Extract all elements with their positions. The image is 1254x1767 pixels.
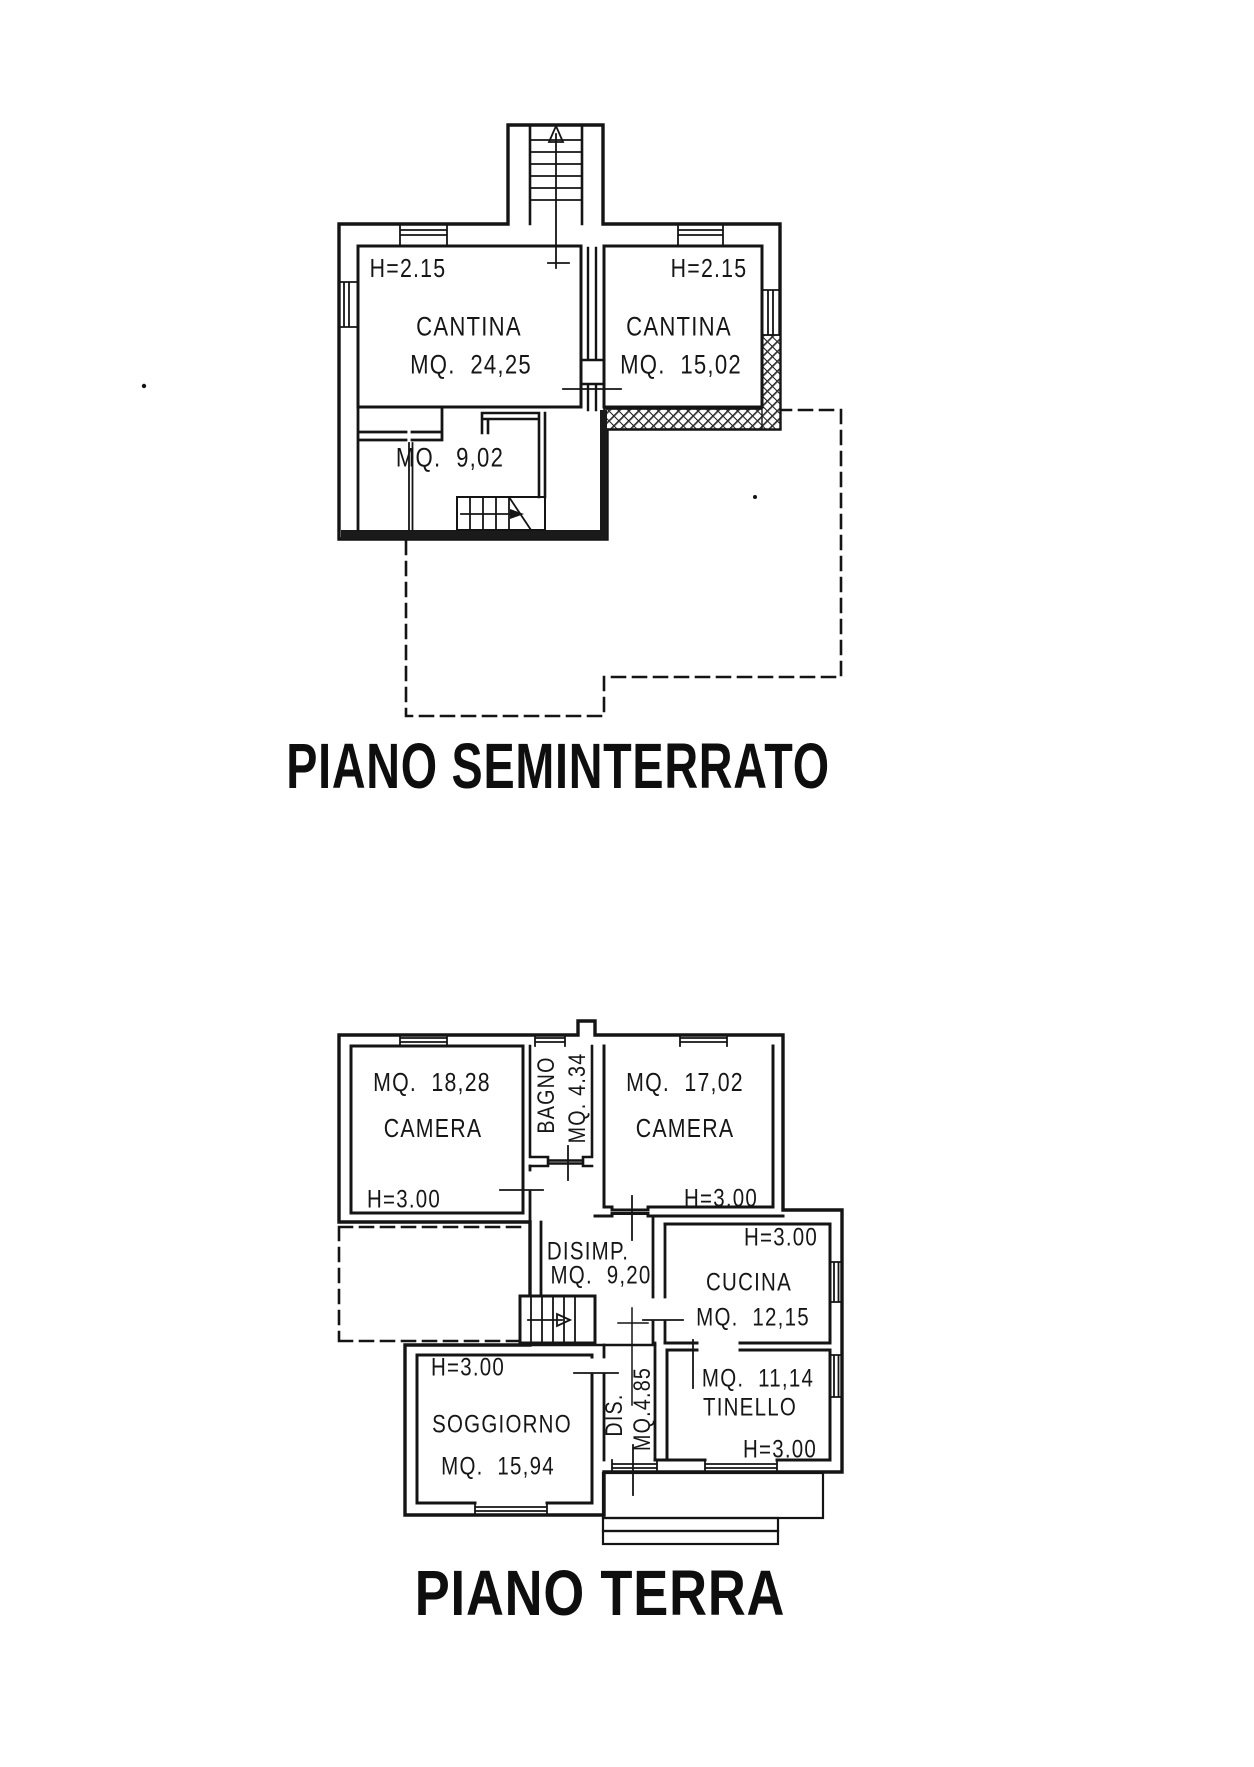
- label-area-cucina: MQ. 12,15: [696, 1303, 810, 1332]
- ground-title: PIANO TERRA: [414, 1557, 786, 1629]
- window-cucina-right: [829, 1261, 843, 1303]
- room-cucina-walls: [663, 1222, 832, 1345]
- label-area-disimp: MQ. 9,20: [550, 1261, 652, 1290]
- basement-plan: [141, 123, 843, 718]
- stair-arrow-icon: [510, 509, 524, 519]
- label-room-cantina2: CANTINA: [626, 311, 732, 342]
- tower-arrow-icon: [547, 123, 565, 143]
- label-room-camera2: CAMERA: [635, 1113, 735, 1143]
- stair-arrow-icon: [556, 1312, 573, 1328]
- tinello-window: [704, 1459, 778, 1473]
- window-top-right: [677, 223, 724, 247]
- label-area-camera2: MQ. 17,02: [626, 1067, 744, 1097]
- disimp-right-wall: [651, 1216, 667, 1345]
- basement-stair-tower: [528, 123, 584, 269]
- basement-wing-wall-hatch: [603, 408, 781, 430]
- basement-windows: [338, 223, 781, 336]
- label-room-camera1: CAMERA: [383, 1113, 483, 1143]
- label-area-cantina1: MQ. 24,25: [410, 349, 532, 380]
- room-store-walls: [356, 405, 444, 532]
- label-room-bagno: BAGNO: [533, 1056, 560, 1134]
- terrace-dashed-outline: [337, 1225, 532, 1343]
- room-camera1: [349, 1044, 525, 1215]
- basement-lower-stairs: [456, 495, 546, 532]
- label-height-cucina: H=3.00: [743, 1223, 819, 1252]
- basement-stair-enclosure: [480, 411, 547, 499]
- step: [601, 1516, 780, 1533]
- room-tinello: [653, 1348, 832, 1462]
- ground-floor-plan: [337, 1019, 844, 1546]
- label-area-bagno: MQ. 4.34: [564, 1052, 591, 1144]
- room-cantina2: [602, 244, 764, 409]
- window-top-left: [399, 223, 448, 247]
- label-height-cantina2: H=2.15: [670, 253, 748, 283]
- disimp-left-wall: [528, 1164, 543, 1298]
- basement-pier-fill: [600, 410, 607, 539]
- label-area-tinello: MQ. 11,14: [701, 1364, 815, 1393]
- label-room-dis: DIS.: [601, 1393, 628, 1437]
- room-bagno-walls: [528, 1044, 594, 1168]
- ground-top-windows: [399, 1034, 728, 1047]
- room-camera2-walls: [593, 1044, 785, 1218]
- basement-bottom-wall-fill: [341, 530, 605, 539]
- label-height-cantina1: H=2.15: [369, 253, 447, 283]
- back-door: [611, 1459, 658, 1473]
- step: [601, 1529, 780, 1546]
- soggiorno-window: [474, 1502, 548, 1516]
- label-height-tinello: H=3.00: [742, 1435, 818, 1464]
- label-height-soggiorno: H=3.00: [430, 1353, 506, 1382]
- window-camera1-top: [399, 1034, 448, 1047]
- label-area-store: MQ. 9,02: [395, 442, 505, 473]
- basement-corridor-walls: [579, 246, 606, 412]
- label-area-soggiorno: MQ. 15,94: [441, 1452, 555, 1481]
- scan-artifact-dot: [753, 495, 757, 499]
- label-room-cantina1: CANTINA: [416, 311, 522, 342]
- label-area-camera1: MQ. 18,28: [373, 1067, 491, 1097]
- label-area-dis: MQ.4.85: [629, 1366, 656, 1452]
- label-height-camera1: H=3.00: [366, 1185, 442, 1214]
- label-height-camera2: H=3.00: [683, 1184, 759, 1213]
- window-bagno-top: [534, 1034, 566, 1047]
- rear-terrace: [601, 1471, 825, 1546]
- basement-dashed-outline: [404, 408, 843, 718]
- window-left: [338, 281, 359, 328]
- basement-title: PIANO SEMINTERRATO: [286, 730, 830, 802]
- room-store-partition: [408, 442, 414, 531]
- window-right: [761, 289, 781, 336]
- room-soggiorno: [415, 1353, 594, 1505]
- label-room-soggiorno: SOGGIORNO: [432, 1410, 572, 1439]
- label-area-cantina2: MQ. 15,02: [620, 349, 742, 380]
- dis-corridor-walls: [602, 1341, 657, 1462]
- scan-artifact-dot: [141, 383, 147, 389]
- window-camera2-top: [679, 1034, 728, 1047]
- label-room-tinello: TINELLO: [702, 1393, 798, 1422]
- label-room-cucina: CUCINA: [706, 1268, 792, 1297]
- label-room-disimp: DISIMP.: [546, 1237, 630, 1266]
- basement-right-wall-hatch: [761, 334, 781, 430]
- ground-stairs: [518, 1294, 597, 1345]
- window-tinello-right: [829, 1354, 843, 1398]
- dis-door-section-line: [617, 1307, 649, 1406]
